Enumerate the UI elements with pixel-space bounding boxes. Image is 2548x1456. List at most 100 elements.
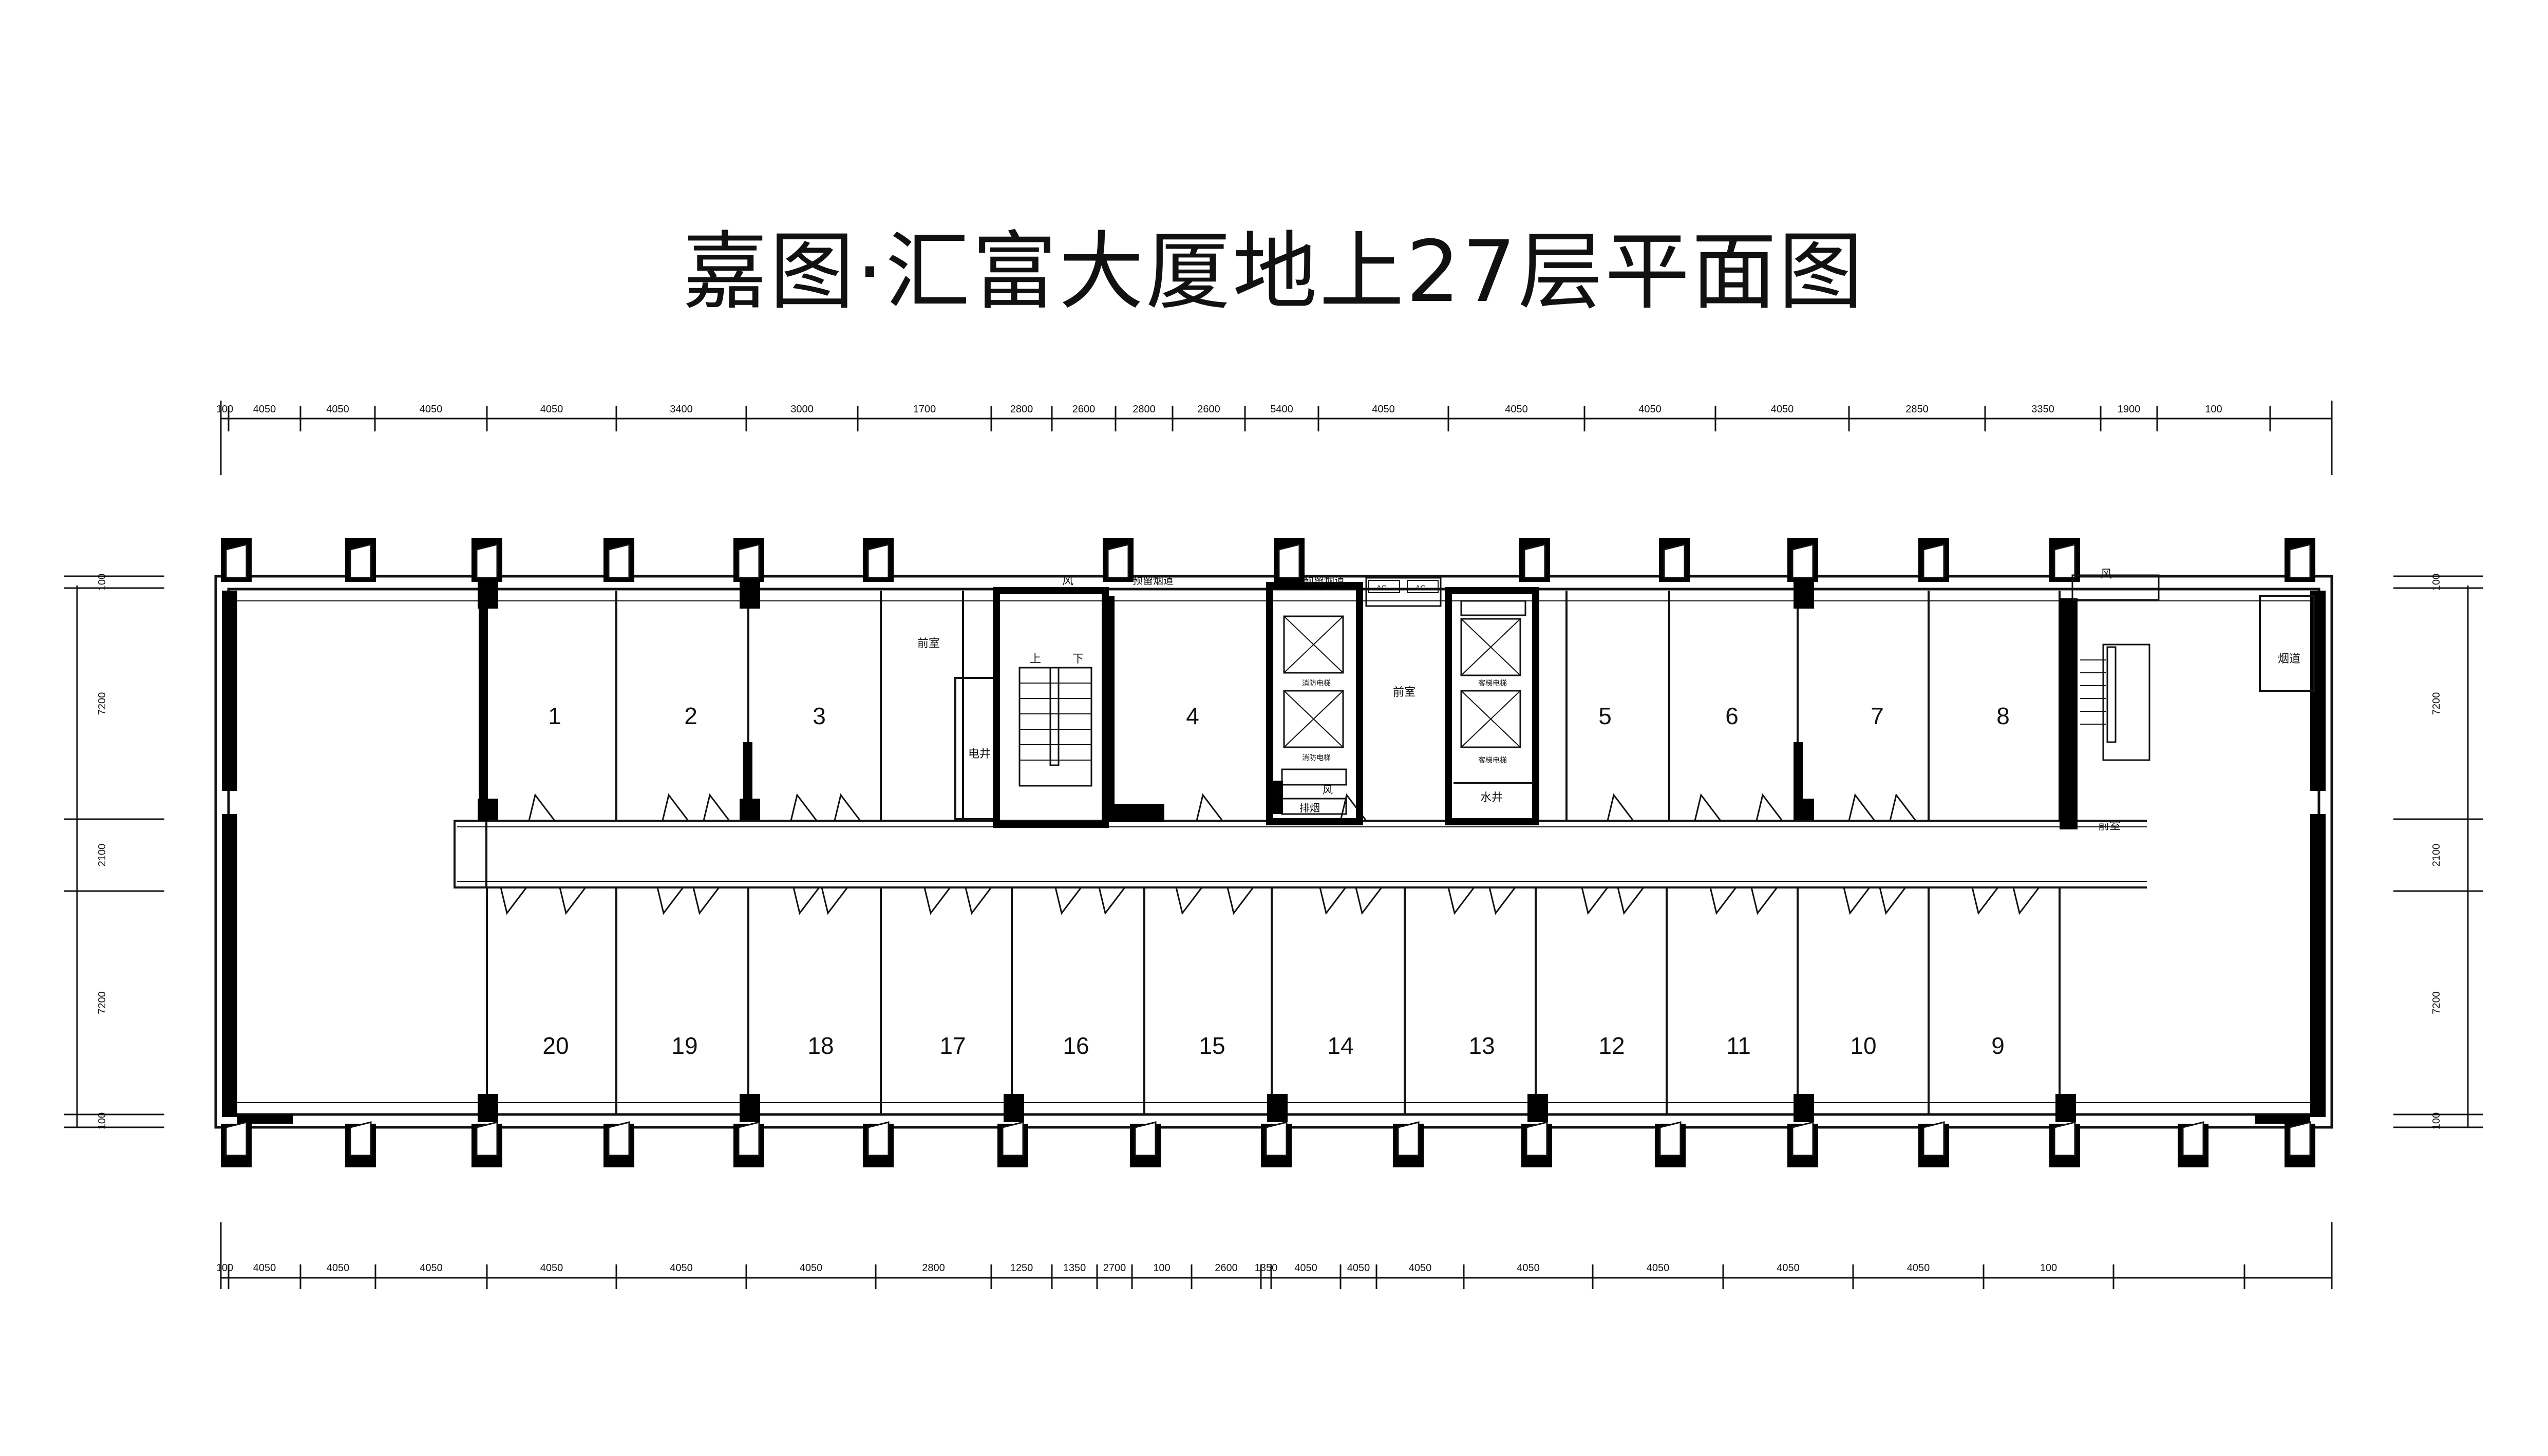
building-outline	[214, 575, 2333, 1129]
dim-top-5: 3400	[670, 404, 693, 415]
dimension-ticks-left	[64, 575, 164, 1128]
smoke-exhaust-label: 排烟	[1299, 802, 1320, 814]
dim-top-16: 4050	[1771, 404, 1794, 415]
stair-down-label: 下	[1072, 652, 1084, 665]
lobby-center-label: 前室	[1393, 686, 1415, 698]
wind-label-3: 风	[2101, 568, 2112, 580]
water-shaft-label: 水井	[1480, 791, 1503, 804]
dimension-lines	[76, 418, 2469, 1279]
ac-label-2: AC	[1415, 583, 1425, 592]
ac-label-1: AC	[1376, 583, 1386, 592]
dim-bottom-19: 4050	[1777, 1262, 1800, 1274]
dim-top-20: 100	[2205, 404, 2222, 415]
dim-bottom-5: 4050	[670, 1262, 693, 1274]
dimension-ticks-bottom	[220, 1222, 2333, 1289]
window-notches	[225, 543, 2311, 1157]
electric-shaft-label: 电井	[968, 747, 991, 760]
dim-top-8: 2800	[1010, 404, 1033, 415]
room-numbers-south: 20 19 18 17 16 15 14 13 12 11 10 9	[542, 1032, 2004, 1059]
dim-top-11: 2600	[1197, 404, 1220, 415]
room-number: 15	[1199, 1032, 1225, 1059]
dimension-ticks-right	[2393, 575, 2483, 1128]
dim-top-18: 3350	[2031, 404, 2054, 415]
dim-top-9: 2600	[1072, 404, 1096, 415]
end-walls	[222, 591, 2326, 1124]
dim-bottom-21: 100	[2040, 1262, 2057, 1274]
dim-top-14: 4050	[1505, 404, 1528, 415]
east-stair-core	[2060, 574, 2315, 829]
room-number: 18	[807, 1032, 834, 1059]
dim-bottom-1: 4050	[253, 1262, 276, 1274]
room-number: 17	[939, 1032, 966, 1059]
room-number: 5	[1598, 703, 1612, 729]
flue-label: 烟道	[2278, 652, 2300, 665]
dim-top-0: 100	[216, 404, 233, 415]
reserved-flue-label: 预留烟道	[1133, 575, 1174, 587]
dim-top-15: 4050	[1638, 404, 1662, 415]
dim-bottom-4: 4050	[540, 1262, 563, 1274]
dim-top-12: 5400	[1270, 404, 1293, 415]
room-number: 9	[1991, 1032, 2005, 1059]
room-number: 2	[684, 703, 697, 729]
door-swings	[500, 793, 2040, 915]
dim-left-2: 2100	[97, 844, 108, 867]
dim-top-1: 4050	[253, 404, 276, 415]
dim-top-10: 2800	[1133, 404, 1156, 415]
dim-right-4: 100	[2431, 1112, 2442, 1129]
lobby-west-label: 前室	[917, 637, 940, 650]
dim-bottom-3: 4050	[420, 1262, 443, 1274]
room-number: 3	[813, 703, 826, 729]
dim-right-3: 7200	[2431, 991, 2442, 1014]
dim-bottom-20: 4050	[1907, 1262, 1930, 1274]
dimension-ticks-top	[220, 401, 2333, 475]
room-number: 14	[1327, 1032, 1353, 1059]
dim-left-3: 7200	[97, 991, 108, 1014]
dim-bottom-8: 1250	[1010, 1262, 1033, 1274]
dim-top-2: 4050	[326, 404, 349, 415]
reserved-flue-label-2: 预留烟道	[1304, 575, 1345, 587]
dim-bottom-7: 2800	[922, 1262, 945, 1274]
room-number: 20	[542, 1032, 569, 1059]
room-number: 11	[1726, 1032, 1751, 1059]
dim-left-4: 100	[97, 1112, 108, 1129]
dim-bottom-18: 4050	[1647, 1262, 1670, 1274]
room-number: 10	[1850, 1032, 1876, 1059]
room-number: 4	[1186, 703, 1199, 729]
dim-top-6: 3000	[790, 404, 814, 415]
dim-top-3: 4050	[420, 404, 443, 415]
room-number: 12	[1598, 1032, 1625, 1059]
dim-left-0: 100	[97, 574, 108, 591]
room-number: 16	[1063, 1032, 1089, 1059]
dim-right-2: 2100	[2431, 844, 2442, 867]
room-number: 6	[1725, 703, 1739, 729]
corridor	[454, 820, 2147, 888]
dim-right-1: 7200	[2431, 692, 2442, 715]
dim-bottom-15: 4050	[1347, 1262, 1370, 1274]
dim-top-17: 2850	[1905, 404, 1929, 415]
passenger-elevator-label-1: 客梯电梯	[1478, 679, 1507, 687]
room-number: 19	[671, 1032, 697, 1059]
dim-bottom-11: 100	[1153, 1262, 1170, 1274]
dim-bottom-9: 1350	[1063, 1262, 1086, 1274]
room-labels: 前室 前室 前室 电井 水井 风 风 风 预留烟道 预留烟道 烟道 排烟	[917, 568, 2300, 832]
dim-bottom-0: 100	[216, 1262, 233, 1274]
room-number: 7	[1871, 703, 1884, 729]
dim-bottom-16: 4050	[1409, 1262, 1432, 1274]
dim-top-13: 4050	[1372, 404, 1395, 415]
stair-up-label: 上	[1030, 652, 1041, 665]
dim-bottom-12: 2600	[1215, 1262, 1238, 1274]
dim-bottom-14: 4050	[1294, 1262, 1317, 1274]
dim-bottom-6: 4050	[800, 1262, 823, 1274]
page-title: 嘉图·汇富大厦地上27层平面图	[683, 222, 1865, 321]
dim-bottom-2: 4050	[327, 1262, 350, 1274]
dim-top-19: 1900	[2118, 404, 2141, 415]
room-number: 13	[1468, 1032, 1495, 1059]
wind-label-2: 风	[1323, 785, 1333, 796]
fire-elevator-label-1: 消防电梯	[1302, 679, 1331, 687]
fire-elevator-label-2: 消防电梯	[1302, 753, 1331, 762]
room-number: 8	[1996, 703, 2010, 729]
dim-right-0: 100	[2431, 574, 2442, 591]
